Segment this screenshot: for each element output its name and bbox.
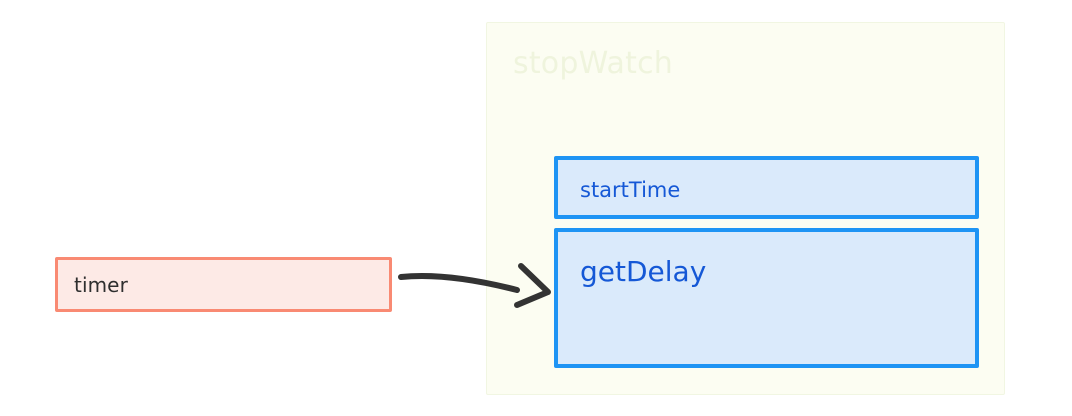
container-stopwatch-title: stopWatch: [513, 46, 673, 81]
node-timer-label: timer: [74, 272, 128, 297]
node-starttime[interactable]: startTime: [554, 156, 979, 219]
node-starttime-label: startTime: [580, 178, 681, 202]
node-getdelay[interactable]: getDelay: [554, 228, 979, 368]
node-timer[interactable]: timer: [55, 257, 392, 312]
container-stopwatch[interactable]: stopWatch startTime getDelay: [486, 22, 1005, 395]
node-getdelay-label: getDelay: [580, 255, 707, 288]
